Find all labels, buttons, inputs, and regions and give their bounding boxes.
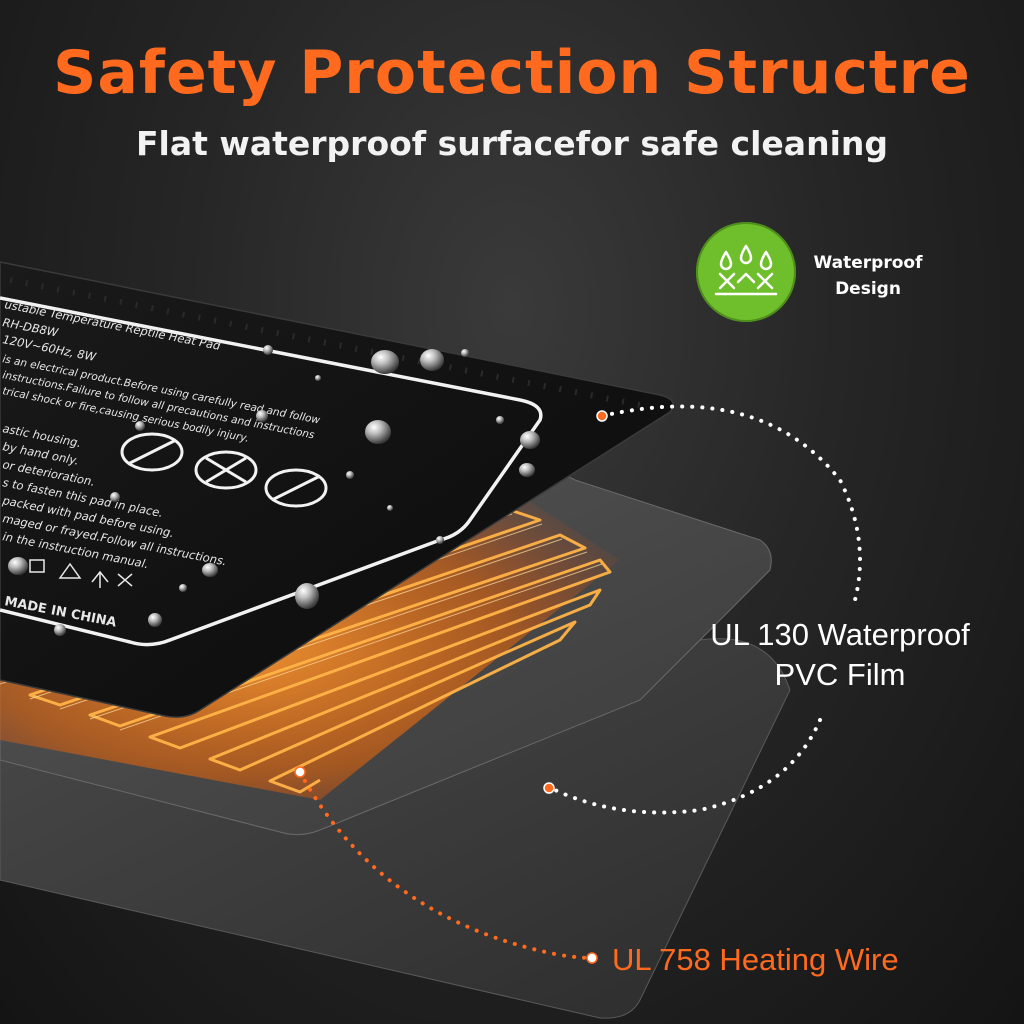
waterproof-badge-label: Waterproof Design <box>803 250 933 302</box>
warning-symbols <box>120 432 328 508</box>
waterproof-drops-icon <box>714 244 778 296</box>
top-pad-layer <box>0 261 675 718</box>
certification-icons <box>29 559 133 588</box>
wire-callout-endpoint-top <box>294 766 306 778</box>
badge-label-line2: Design <box>835 279 901 299</box>
wire-callout-endpoint-bottom <box>586 952 598 964</box>
heating-wire-glow <box>0 495 620 800</box>
heating-wire-callout-label: UL 758 Heating Wire <box>612 942 899 977</box>
waterproof-badge <box>696 222 796 322</box>
page-title: Safety Protection Structre <box>53 38 971 108</box>
no-fold-icon <box>264 468 328 508</box>
badge-label-line1: Waterproof <box>813 253 923 273</box>
heating-wire <box>0 508 612 794</box>
pvc-film-callout-label: UL 130 Waterproof PVC Film <box>690 615 990 695</box>
pvc-callout-endpoint-top <box>596 410 608 422</box>
no-cut-icon <box>194 450 258 490</box>
pvc-callout-line2: PVC Film <box>774 657 906 692</box>
no-cover-icon <box>120 432 184 472</box>
pvc-callout-endpoint-bottom <box>543 782 555 794</box>
product-label-border <box>0 296 543 647</box>
page-subtitle: Flat waterproof surfacefor safe cleaning <box>135 124 888 163</box>
pvc-callout-line1: UL 130 Waterproof <box>710 617 970 652</box>
water-droplets <box>8 345 540 636</box>
wire-callout-arc <box>298 770 592 960</box>
